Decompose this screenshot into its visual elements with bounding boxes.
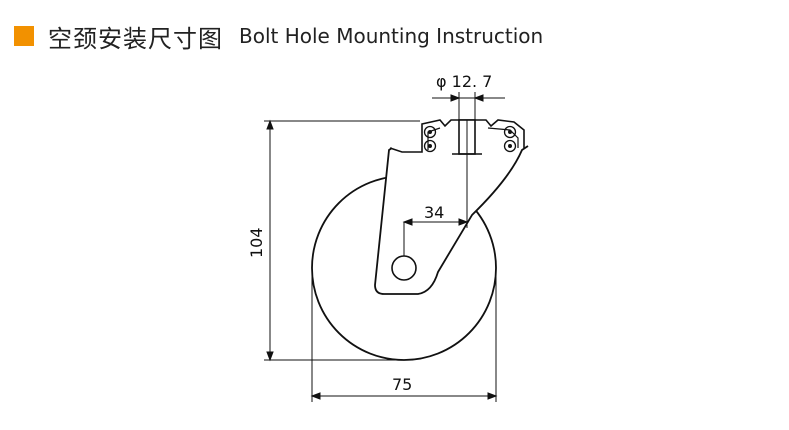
orange-square-icon	[14, 26, 34, 46]
bolt-ring-right-bottom	[503, 139, 517, 153]
top-plate	[389, 119, 525, 153]
dim-bolt-diameter: φ 12. 7	[436, 72, 492, 91]
section-header: 空颈安装尺寸图 Bolt Hole Mounting Instruction	[14, 18, 543, 54]
fork-outline	[374, 145, 529, 295]
title-chinese: 空颈安装尺寸图	[48, 24, 223, 53]
dim-width: 75	[392, 375, 412, 394]
dim-height: 104	[247, 227, 266, 258]
bolt-ring-left-bottom	[423, 139, 437, 153]
dim-offset: 34	[424, 203, 444, 222]
title-english: Bolt Hole Mounting Instruction	[239, 24, 544, 48]
bolt-ring-left-top	[423, 125, 437, 139]
bolt-ring-right-top	[503, 125, 517, 139]
